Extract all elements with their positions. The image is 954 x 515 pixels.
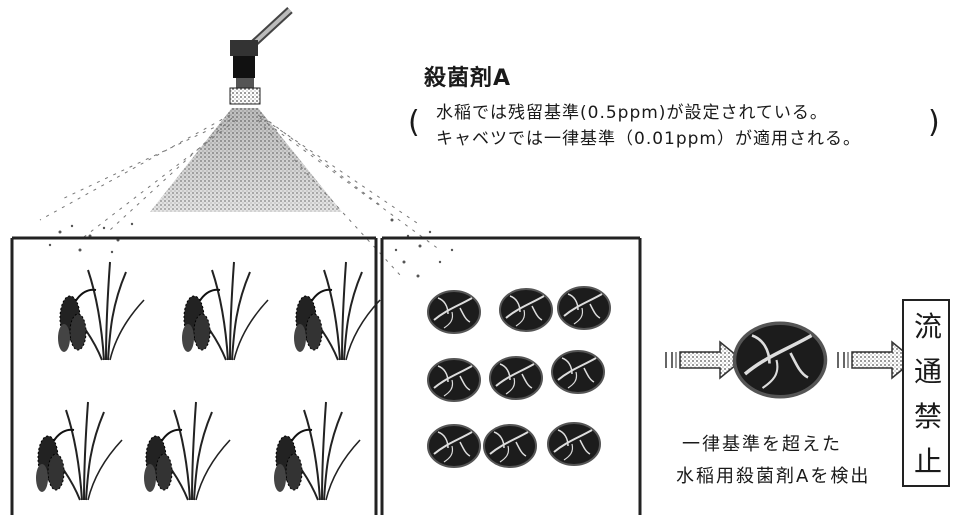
spray-nozzle-icon (229, 7, 293, 105)
cabbage-icon (499, 288, 553, 332)
arrow-right-icon (665, 341, 743, 379)
rice-plant-icon (57, 261, 145, 361)
detected-cabbage-icon (732, 321, 828, 399)
note-open-paren: ( (408, 105, 420, 140)
rice-plant-icon (293, 261, 381, 361)
cabbage-icon (547, 422, 601, 466)
spray-cone (39, 108, 454, 278)
cabbage-icon (551, 350, 605, 394)
note-close-paren: ) (928, 105, 940, 140)
detection-caption-line2: 水稲用殺菌剤Aを検出 (676, 466, 871, 487)
note-line-rice: 水稲では残留基準(0.5ppm)が設定されている。 (436, 103, 828, 123)
rice-plant-icon (273, 401, 361, 501)
ban-char: 止 (913, 445, 942, 478)
distribution-ban-box: 流 通 禁 止 (902, 299, 950, 487)
rice-field (10, 236, 381, 515)
rice-plant-icon (181, 261, 269, 361)
rice-plant-icon (35, 401, 123, 501)
pesticide-title: 殺菌剤A (424, 66, 512, 91)
note-line-cabbage: キャベツでは一律基準（0.01ppm）が適用される。 (436, 129, 861, 149)
ban-char: 通 (913, 355, 942, 388)
cabbage-field (380, 236, 642, 515)
cabbage-icon (483, 424, 537, 468)
ban-char: 流 (913, 310, 942, 343)
cabbage-icon (427, 424, 481, 468)
ban-char: 禁 (913, 400, 942, 433)
cabbage-icon (427, 358, 481, 402)
detection-caption-line1: 一律基準を超えた (682, 434, 842, 455)
cabbage-icon (489, 356, 543, 400)
rice-plant-icon (143, 401, 231, 501)
cabbage-icon (427, 290, 481, 334)
cabbage-icon (557, 286, 611, 330)
